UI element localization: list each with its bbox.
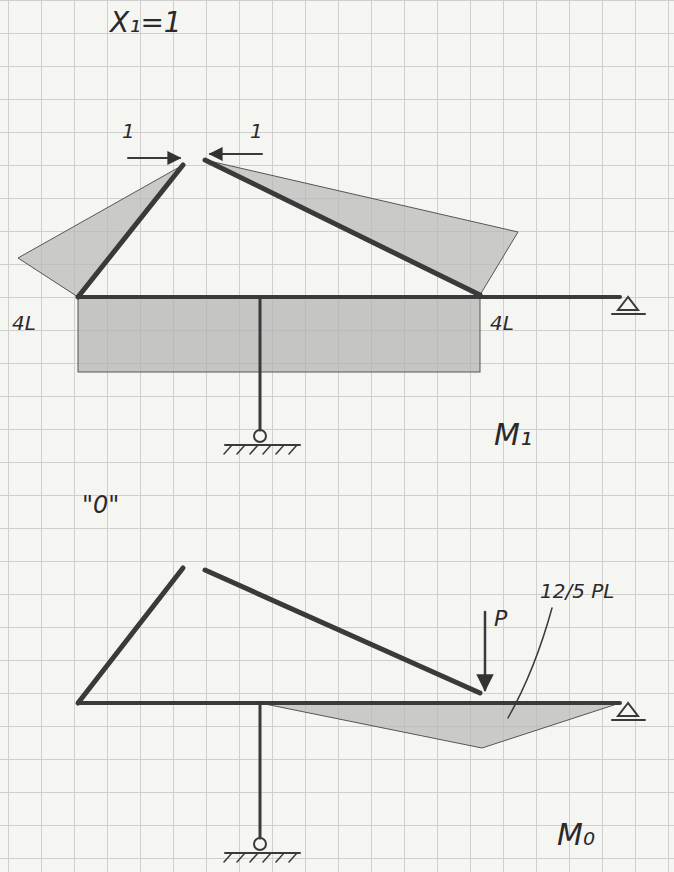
- moment-diagram-m1: [18, 160, 518, 372]
- moment-diagram-m0: [260, 703, 620, 748]
- heading-label: X₁=1: [110, 8, 182, 39]
- moment-value: 4L: [12, 312, 36, 334]
- load-label: P: [494, 607, 507, 631]
- moment-value: 12/5 PL: [540, 580, 614, 602]
- force-value: 1: [122, 120, 135, 142]
- state-label: "0": [82, 492, 119, 518]
- force-value: 1: [250, 120, 263, 142]
- diagram-name: M₁: [494, 418, 532, 451]
- diagram-name: M₀: [557, 818, 595, 851]
- frame-bottom: [78, 568, 645, 862]
- frame-top: [78, 154, 645, 454]
- moment-value: 4L: [490, 312, 514, 334]
